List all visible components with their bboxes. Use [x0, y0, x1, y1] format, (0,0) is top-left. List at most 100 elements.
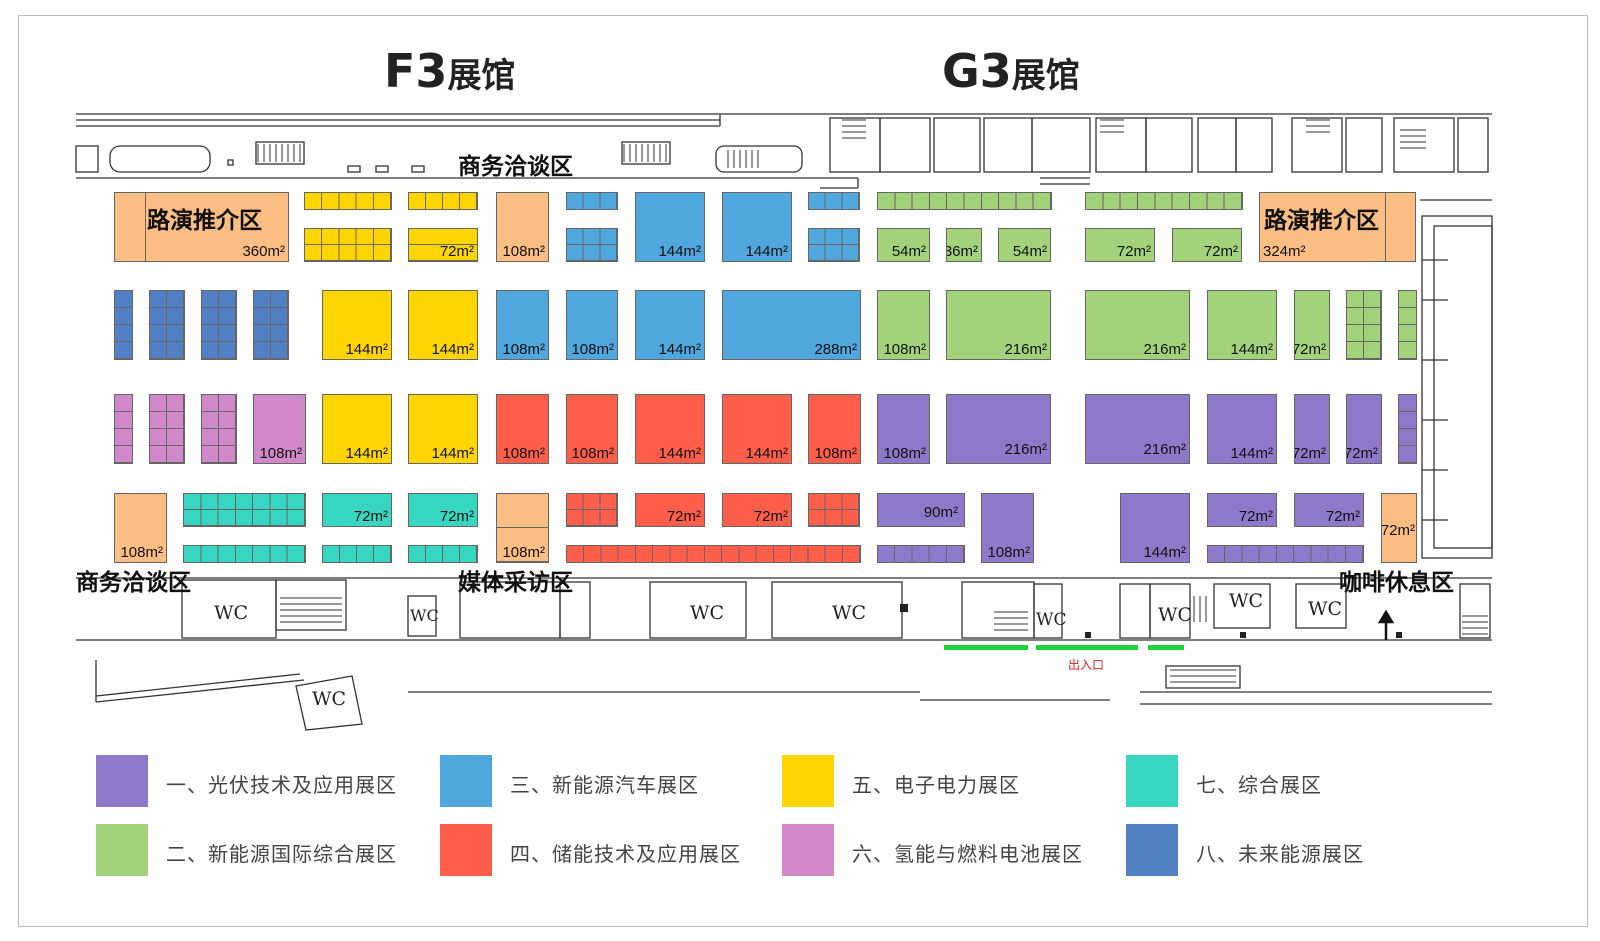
- roadshow-booth-left[interactable]: 路演推介区 360m²: [114, 192, 289, 262]
- storage-booth[interactable]: [566, 493, 618, 527]
- ev-booth[interactable]: [566, 228, 618, 262]
- pv-booth[interactable]: [1398, 394, 1417, 464]
- power-booth[interactable]: 144m²: [408, 290, 478, 360]
- power-booth[interactable]: 144m²: [322, 290, 392, 360]
- intl-booth[interactable]: 144m²: [1207, 290, 1277, 360]
- ev-booth[interactable]: 288m²: [722, 290, 861, 360]
- storage-booth[interactable]: 108m²: [496, 394, 549, 464]
- intl-booth[interactable]: 216m²: [1085, 290, 1190, 360]
- roadshow-booth-right[interactable]: 路演推介区 324m²: [1259, 192, 1416, 262]
- intl-booth[interactable]: 72m²: [1294, 290, 1330, 360]
- pv-booth[interactable]: 216m²: [1085, 394, 1190, 464]
- intl-booth[interactable]: [1085, 192, 1243, 210]
- booth-area: 72m²: [439, 243, 474, 260]
- booth-area: 108m²: [814, 445, 857, 462]
- intl-booth[interactable]: [877, 192, 1052, 210]
- legend-label: 五、电子电力展区: [852, 773, 1020, 797]
- booth-area: 108m²: [502, 544, 545, 561]
- storage-booth[interactable]: 144m²: [635, 394, 705, 464]
- intl-booth[interactable]: [1346, 290, 1382, 360]
- roadshow-booth[interactable]: 108m²: [496, 493, 549, 563]
- booth-area: 360m²: [242, 243, 285, 260]
- general-booth[interactable]: [183, 545, 306, 563]
- general-booth[interactable]: [408, 545, 478, 563]
- hydrogen-booth[interactable]: 108m²: [253, 394, 306, 464]
- power-booth[interactable]: 144m²: [322, 394, 392, 464]
- storage-booth[interactable]: 144m²: [722, 394, 792, 464]
- intl-booth[interactable]: 108m²: [877, 290, 930, 360]
- booth-area: 90m²: [923, 504, 958, 521]
- intl-booth[interactable]: 36m²: [946, 228, 982, 262]
- legend-swatch: [96, 824, 148, 876]
- ev-booth[interactable]: 144m²: [722, 192, 792, 262]
- future-booth[interactable]: [149, 290, 185, 360]
- pv-booth[interactable]: 72m²: [1346, 394, 1382, 464]
- map-frame: [18, 15, 1588, 927]
- general-booth[interactable]: 72m²: [408, 493, 478, 527]
- pv-booth[interactable]: 72m²: [1294, 493, 1364, 527]
- pv-booth[interactable]: [1207, 545, 1364, 563]
- intl-booth[interactable]: 54m²: [877, 228, 930, 262]
- hydrogen-booth[interactable]: [201, 394, 237, 464]
- general-booth[interactable]: [322, 545, 392, 563]
- booth-area: 144m²: [745, 445, 788, 462]
- intl-booth[interactable]: [1398, 290, 1417, 360]
- pv-booth[interactable]: 72m²: [1294, 394, 1330, 464]
- booth-area: 324m²: [1263, 243, 1306, 260]
- power-booth[interactable]: 144m²: [408, 394, 478, 464]
- ev-booth[interactable]: 144m²: [635, 290, 705, 360]
- storage-booth[interactable]: 108m²: [808, 394, 861, 464]
- general-booth[interactable]: 72m²: [322, 493, 392, 527]
- ev-booth[interactable]: 144m²: [635, 192, 705, 262]
- future-booth[interactable]: [253, 290, 289, 360]
- intl-booth[interactable]: 216m²: [946, 290, 1051, 360]
- ev-booth[interactable]: 108m²: [496, 290, 549, 360]
- storage-booth[interactable]: 108m²: [566, 394, 618, 464]
- media-zone-label: 媒体采访区: [458, 570, 573, 596]
- roadshow-booth[interactable]: 108m²: [496, 192, 549, 262]
- booth-area: 72m²: [1203, 243, 1238, 260]
- power-booth[interactable]: 72m²: [408, 228, 478, 262]
- intl-booth[interactable]: 72m²: [1085, 228, 1155, 262]
- legend-label: 八、未来能源展区: [1196, 842, 1364, 866]
- storage-booth[interactable]: 72m²: [722, 493, 792, 527]
- booth-area: 144m²: [1230, 445, 1273, 462]
- storage-booth[interactable]: [808, 493, 860, 527]
- pv-booth[interactable]: 144m²: [1207, 394, 1277, 464]
- storage-booth[interactable]: 72m²: [635, 493, 705, 527]
- pv-booth[interactable]: 72m²: [1207, 493, 1277, 527]
- pv-booth[interactable]: 108m²: [981, 493, 1034, 563]
- roadshow-booth[interactable]: 108m²: [114, 493, 167, 563]
- pv-booth[interactable]: 108m²: [877, 394, 930, 464]
- legend-swatch: [1126, 824, 1178, 876]
- ev-booth[interactable]: [566, 192, 618, 210]
- ev-booth[interactable]: [808, 192, 860, 210]
- ev-booth[interactable]: [808, 228, 860, 262]
- roadshow-booth[interactable]: 72m²: [1381, 493, 1417, 563]
- legend-swatch: [440, 824, 492, 876]
- legend-label: 三、新能源汽车展区: [510, 773, 699, 797]
- intl-booth[interactable]: 54m²: [998, 228, 1051, 262]
- storage-booth[interactable]: [566, 545, 861, 563]
- intl-booth[interactable]: 72m²: [1172, 228, 1242, 262]
- booth-area: 216m²: [1143, 341, 1186, 358]
- power-booth[interactable]: [304, 192, 392, 210]
- booth-area: 54m²: [891, 243, 926, 260]
- pv-booth[interactable]: 144m²: [1120, 493, 1190, 563]
- pv-booth[interactable]: [877, 545, 965, 563]
- power-booth[interactable]: [304, 228, 392, 262]
- ev-booth[interactable]: 108m²: [566, 290, 618, 360]
- future-booth[interactable]: [114, 290, 133, 360]
- hall-suffix-f3: 展馆: [447, 56, 516, 96]
- pv-booth[interactable]: 216m²: [946, 394, 1051, 464]
- power-booth[interactable]: [408, 192, 478, 210]
- pv-booth[interactable]: 90m²: [877, 493, 965, 527]
- hydrogen-booth[interactable]: [149, 394, 185, 464]
- hydrogen-booth[interactable]: [114, 394, 133, 464]
- legend-label: 一、光伏技术及应用展区: [166, 773, 397, 797]
- general-booth[interactable]: [183, 493, 306, 527]
- wc-label: WC: [832, 602, 867, 624]
- booth-area: 144m²: [1143, 544, 1186, 561]
- wc-label: WC: [312, 688, 347, 710]
- future-booth[interactable]: [201, 290, 237, 360]
